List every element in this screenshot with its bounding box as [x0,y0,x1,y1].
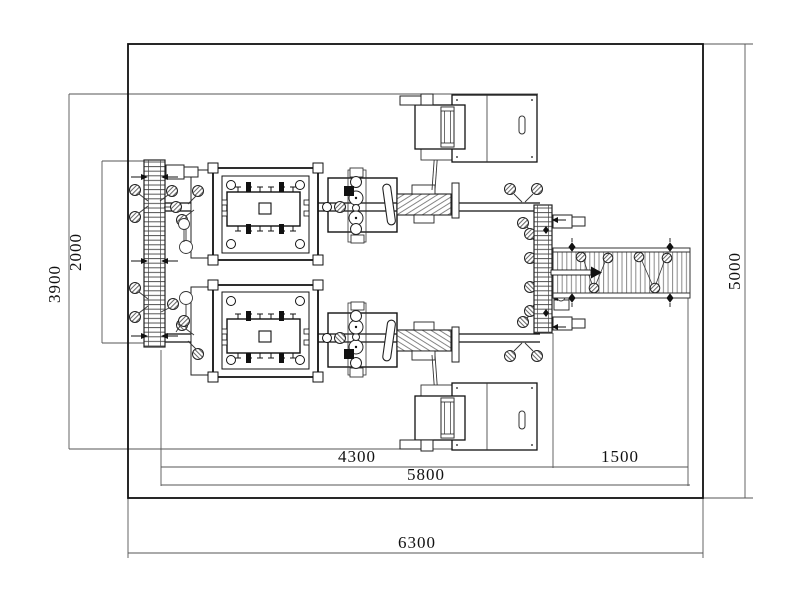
die-center-hole [258,202,272,215]
lower-production-line [162,279,585,451]
feeder-box [414,104,466,150]
handle-slot [518,115,526,135]
layout-boundary [127,43,704,499]
pivot-arm [382,183,396,226]
dimension-annotations [68,43,753,558]
dim-5800-label: 5800 [407,465,445,484]
dim-2000-label: 2000 [66,233,85,271]
datum-arrows [131,174,178,339]
dim-6300-label: 6300 [398,533,436,552]
tooling-assembly [322,106,460,244]
dim-1500-label: 1500 [601,447,639,466]
upper-production-line [162,93,586,267]
dim-5000-label: 5000 [725,252,744,290]
part-rack-left [129,159,199,348]
press-side-panel [190,169,214,259]
dim-3900-label: 3900 [45,265,64,303]
roller-conveyor [550,238,691,307]
feed-screw [396,193,452,216]
flow-arrow [550,266,602,279]
dim-4300-label: 4300 [338,447,376,466]
dimension-labels: 3900 2000 5000 4300 1500 5800 6300 [45,233,744,552]
conveyor-markers [568,238,674,307]
swing-rollers-press [176,185,204,254]
uncoiler-machine [399,93,538,163]
press-machine [207,162,324,266]
swing-rollers-left-rack [129,184,190,333]
